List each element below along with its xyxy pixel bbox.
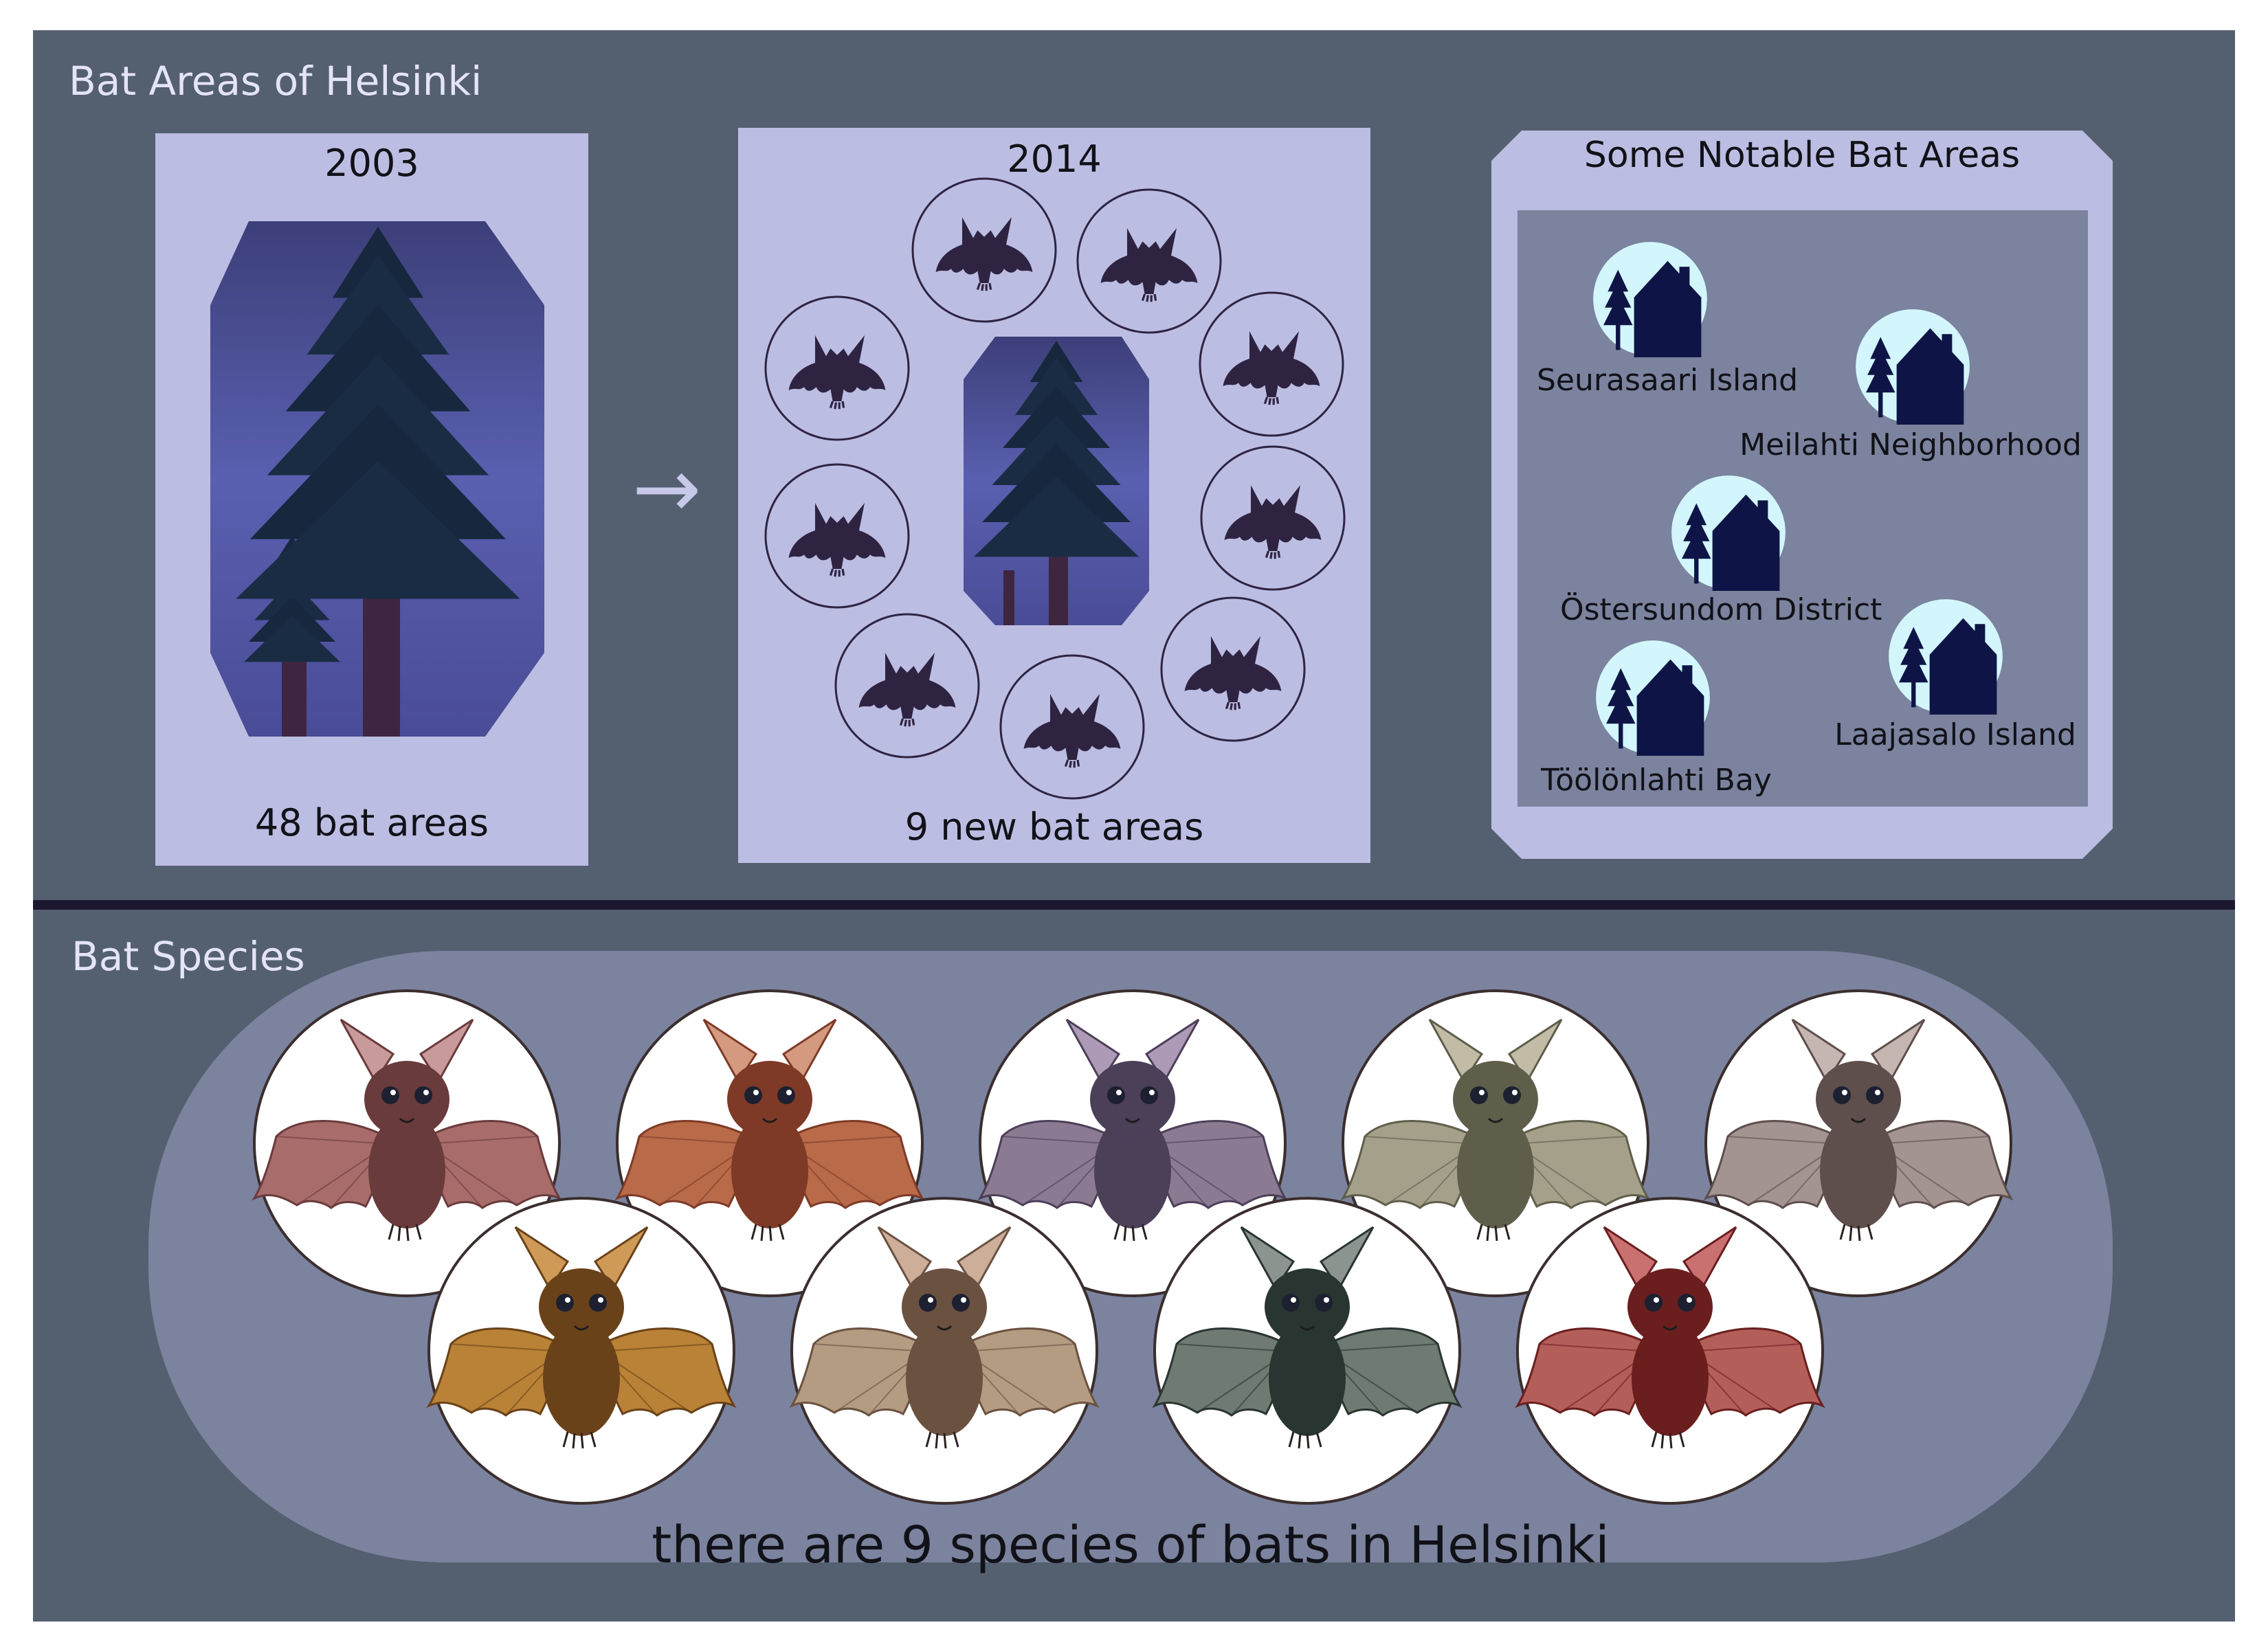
year-2003: 2003: [324, 142, 419, 185]
bat-circle: [1200, 445, 1346, 591]
bat-circle: [764, 463, 910, 609]
bat-circle: [1160, 596, 1306, 742]
place-label: Laajasalo Island: [1834, 717, 2076, 752]
bat-species-portrait: [252, 989, 562, 1297]
forest-illustration-2003: [210, 221, 544, 737]
caption-2014: 9 new bat areas: [904, 805, 1204, 849]
notable-areas-title: Some Notable Bat Areas: [1583, 135, 2021, 176]
bat-circle: [1199, 291, 1344, 437]
bat-circle: [1076, 188, 1222, 334]
section-divider: [33, 900, 2235, 910]
bat-circle: [834, 613, 980, 759]
bat-species-portrait: [1340, 989, 1651, 1297]
transition-arrow: →: [632, 441, 702, 537]
bat-species-portrait: [1152, 1197, 1463, 1505]
bat-area-circles: [764, 177, 1346, 800]
species-section-title: Bat Species: [71, 933, 305, 980]
place-label: Töölönlahti Bay: [1541, 763, 1772, 798]
bat-species-portrait: [426, 1197, 737, 1505]
year-2014: 2014: [1007, 137, 1102, 181]
place-label: Seurasaari Island: [1537, 363, 1798, 398]
bat-species-portrait: [977, 989, 1288, 1297]
bat-species-portrait: [614, 989, 925, 1297]
bat-circle: [911, 177, 1057, 323]
place-label: Östersundom District: [1560, 592, 1882, 627]
bat-species-portrait: [1703, 989, 2014, 1297]
areas-section-title: Bat Areas of Helsinki: [69, 58, 482, 104]
caption-2003: 48 bat areas: [254, 801, 489, 844]
bat-circle: [999, 654, 1145, 800]
bat-species-portrait: [789, 1197, 1100, 1505]
place-label: Meilahti Neighborhood: [1739, 427, 2082, 462]
bat-species-portrait: [1515, 1197, 1825, 1505]
forest-illustration-2014: [964, 337, 1149, 625]
species-caption: there are 9 species of bats in Helsinki: [652, 1516, 1610, 1575]
bat-circle: [764, 295, 910, 441]
